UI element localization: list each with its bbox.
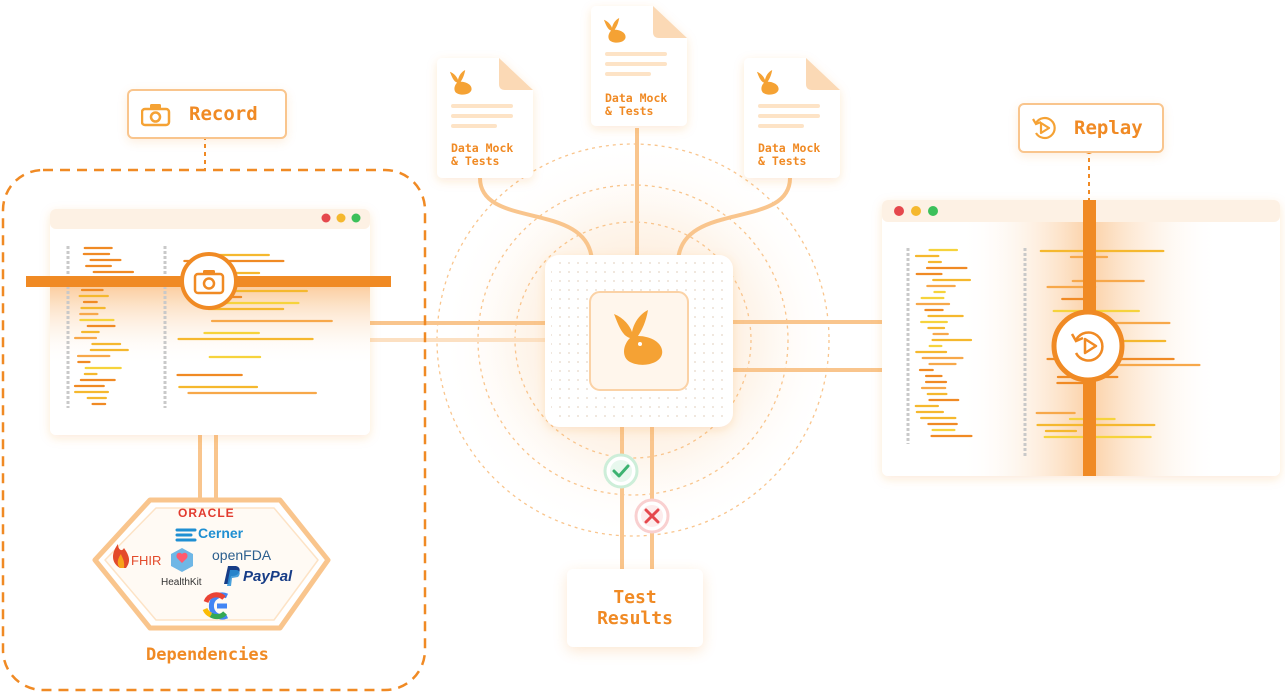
replay-window	[882, 200, 1280, 476]
record-group-frame	[1, 168, 427, 692]
replay-label-text: Replay	[1074, 117, 1143, 139]
paypal-logo: PayPal	[243, 568, 293, 585]
window-min-dot	[336, 213, 346, 223]
google-icon	[202, 592, 229, 620]
connector-doc3	[676, 177, 792, 263]
rabbit-logo-icon	[614, 310, 663, 365]
connector-doc1	[478, 177, 594, 263]
outer-ring	[436, 143, 830, 537]
doc-label: Data Mock& Tests	[451, 142, 513, 168]
healthkit-icon	[171, 548, 193, 572]
document-shape	[437, 58, 533, 178]
paypal-icon	[224, 566, 240, 586]
test-results-box: Test Results	[567, 569, 703, 647]
document-shape	[744, 58, 840, 178]
record-camera-badge	[180, 252, 238, 310]
doc-label-line2: & Tests	[605, 104, 654, 118]
openfda-logo: openFDA	[212, 547, 272, 563]
data-mock-document-1: Data Mock& Tests	[437, 58, 533, 178]
fail-cross-icon	[634, 498, 670, 534]
healthkit-logo: HealthKit	[161, 577, 202, 588]
oracle-logo: ORACLE	[178, 506, 235, 520]
replay-icon	[1030, 114, 1058, 142]
fhir-logo: FHIR	[131, 553, 162, 568]
pass-check-icon	[603, 453, 639, 489]
cerner-logo: Cerner	[198, 525, 244, 541]
window-close-dot	[321, 213, 331, 223]
doc-label: Data Mock& Tests	[758, 142, 820, 168]
replay-badge	[1051, 309, 1125, 383]
test-results-line1: Test	[613, 587, 657, 608]
doc-label: Data Mock& Tests	[605, 92, 667, 118]
cerner-mark-icon	[175, 528, 197, 542]
doc-label-line1: Data Mock	[758, 141, 821, 155]
dependencies-label: Dependencies	[146, 645, 269, 665]
window-max-dot	[351, 213, 361, 223]
window-min-dot	[911, 206, 921, 216]
record-window	[26, 209, 391, 435]
central-hub	[545, 255, 733, 427]
doc-label-line2: & Tests	[451, 154, 500, 168]
data-mock-document-3: Data Mock& Tests	[744, 58, 840, 178]
replay-label: Replay	[1018, 103, 1164, 153]
camera-icon	[193, 270, 225, 295]
middle-ring	[477, 184, 789, 496]
record-label-text: Record	[189, 103, 258, 125]
fhir-flame-icon	[113, 544, 130, 568]
doc-label-line1: Data Mock	[605, 91, 668, 105]
doc-label-line1: Data Mock	[451, 141, 514, 155]
window-close-dot	[894, 206, 904, 216]
document-shape	[591, 6, 687, 126]
record-label: Record	[127, 89, 287, 139]
replay-icon	[1070, 331, 1104, 362]
data-mock-document-2: Data Mock& Tests	[591, 6, 687, 126]
doc-label-line2: & Tests	[758, 154, 807, 168]
test-results-line2: Results	[597, 608, 673, 629]
camera-icon	[140, 103, 171, 127]
inner-ring	[514, 221, 752, 459]
window-max-dot	[928, 206, 938, 216]
